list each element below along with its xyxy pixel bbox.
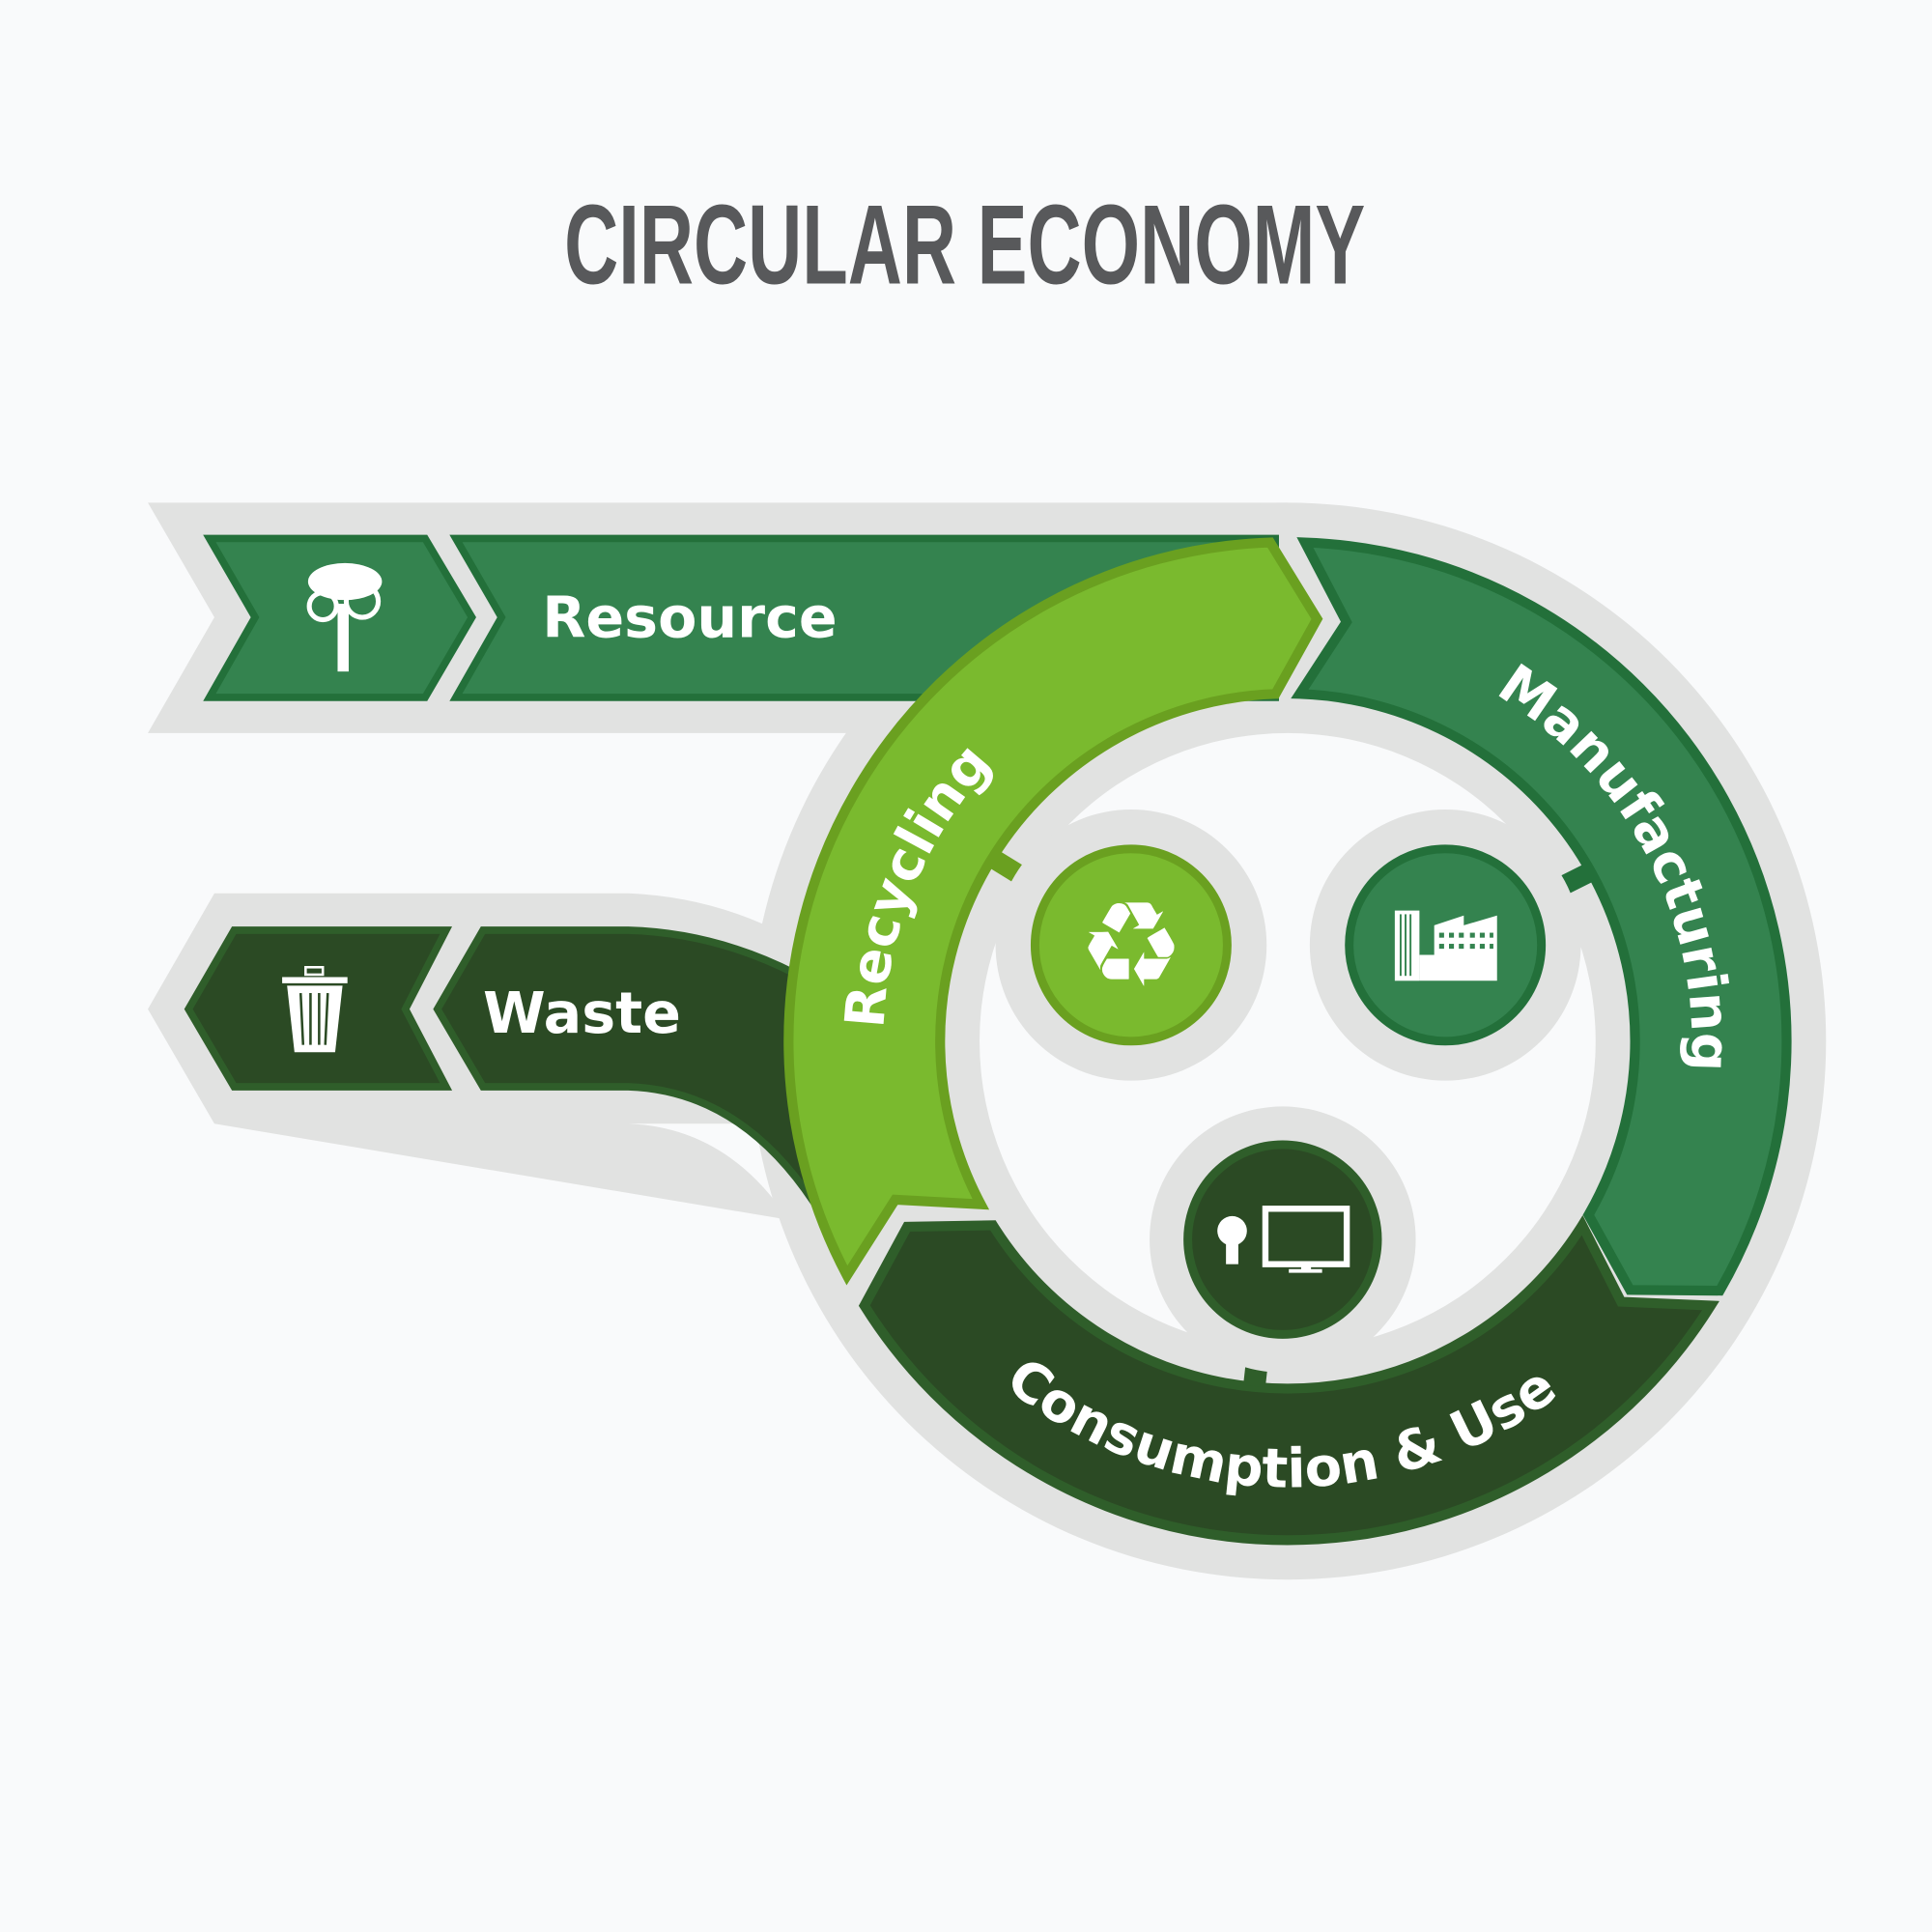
trash-icon xyxy=(282,966,348,1053)
recycling-segment[interactable] xyxy=(783,537,1323,1286)
recycle-icon: ♻ xyxy=(1078,875,1184,1013)
manufacturing-node[interactable] xyxy=(1309,810,1581,1081)
waste-banner[interactable]: Waste xyxy=(184,926,818,1216)
tree-icon xyxy=(306,562,383,672)
manufacturing-segment[interactable] xyxy=(1291,537,1792,1296)
resource-label: Resource xyxy=(542,584,837,650)
consumption-segment[interactable] xyxy=(858,1215,1719,1546)
consumption-node[interactable] xyxy=(1150,1106,1416,1373)
lightbulb-monitor-icon xyxy=(1217,1206,1350,1273)
factory-icon xyxy=(1394,910,1497,981)
recycling-node[interactable]: ♻ xyxy=(995,810,1267,1081)
waste-label: Waste xyxy=(483,980,681,1046)
page-title: CIRCULAR ECONOMY xyxy=(564,181,1365,307)
